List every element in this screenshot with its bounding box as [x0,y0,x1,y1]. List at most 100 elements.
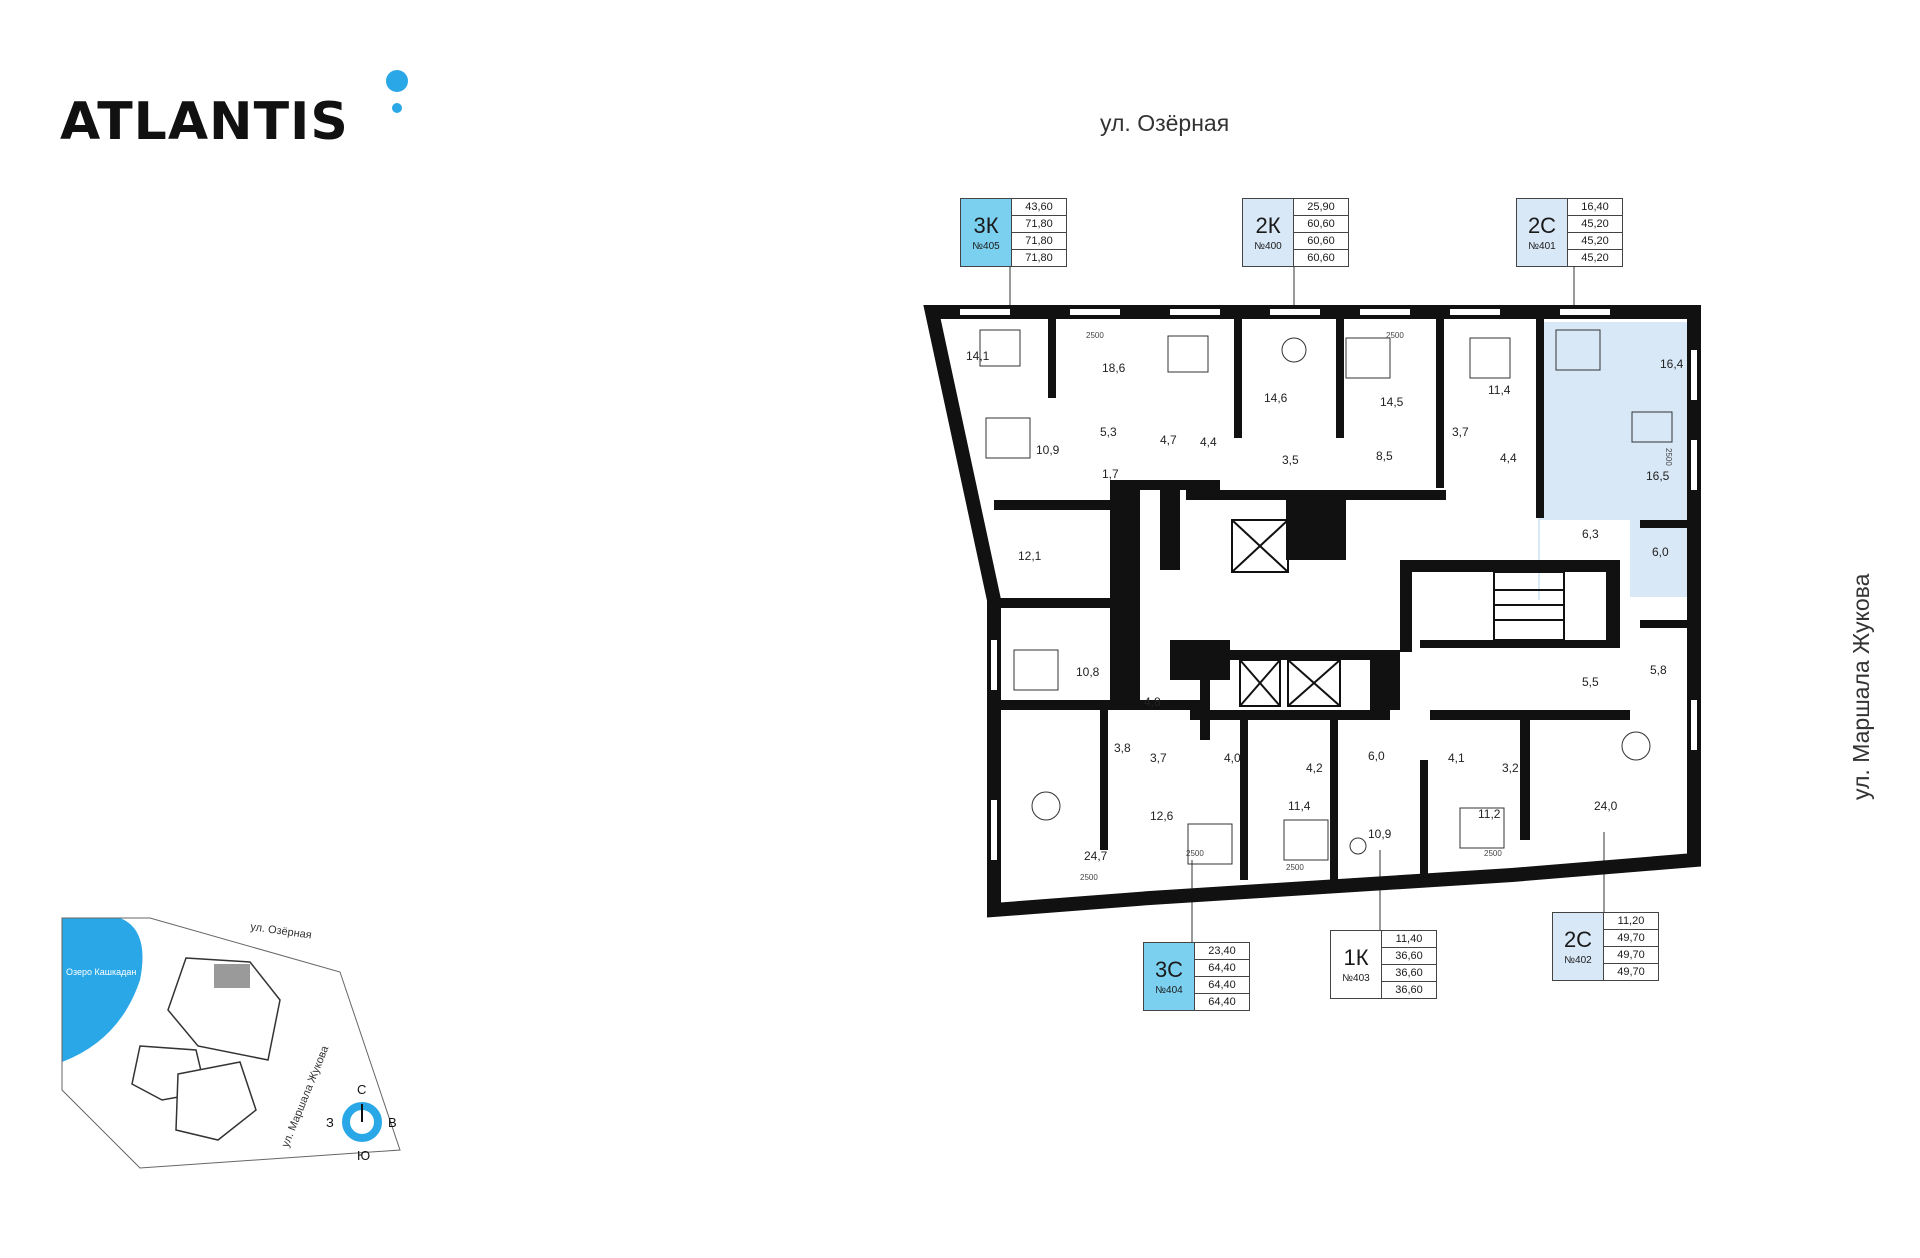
area-total: 64,40 [1195,960,1249,977]
site-boundary [61,917,401,1169]
lake-shape [62,918,143,1062]
area-total: 36,60 [1382,948,1436,965]
area-total: 49,70 [1604,930,1658,947]
dimension-labels: 2500 2500 2500 2500 2500 2500 2500 [1080,331,1673,882]
room-area: 16,5 [1646,469,1670,483]
area-living: 43,60 [1012,199,1066,216]
apartment-card-402[interactable]: 2С №402 11,20 49,70 49,70 49,70 [1552,912,1659,981]
apartment-badge: 1К №403 [1331,931,1382,998]
apartment-type: 3К [973,213,999,238]
area-living: 11,40 [1382,931,1436,948]
dimension: 2500 [1664,448,1673,466]
area-living: 16,40 [1568,199,1622,216]
area-total: 71,80 [1012,216,1066,233]
room-area: 4,4 [1200,435,1217,449]
room-area: 4,1 [1448,751,1465,765]
room-area: 3,2 [1502,761,1519,775]
room-area: 5,5 [1582,675,1599,689]
area-total: 60,60 [1294,216,1348,233]
site-plan: Озеро Кашкадан ул. Озёрная ул. Маршала Ж… [61,917,401,1169]
area-total: 49,70 [1604,947,1658,964]
area-total: 60,60 [1307,252,1335,264]
room-area: 5,8 [1650,663,1667,677]
room-area: 10,9 [1036,443,1060,457]
street-label-top: ул. Озёрная [1100,110,1230,136]
apartment-number: №405 [972,241,1000,252]
apartment-card-401[interactable]: 2С №401 16,40 45,20 45,20 45,20 [1516,198,1623,267]
apartment-type: 1К [1343,945,1369,970]
apartment-type: 2К [1255,213,1281,238]
dimension: 2500 [1186,849,1204,858]
apartment-badge: 3С №404 [1144,943,1195,1010]
apartment-type: 3С [1154,957,1184,982]
room-area: 4,2 [1306,761,1323,775]
room-area: 3,7 [1150,751,1167,765]
apartment-badge: 2К №400 [1243,199,1294,266]
room-area: 11,2 [1478,807,1501,821]
dimension: 2500 [1286,863,1304,872]
dimension: 2500 [1080,873,1098,882]
room-area: 11,4 [1488,383,1511,397]
dimension: 2500 [1484,849,1502,858]
room-area: 4,4 [1500,451,1517,465]
furniture [979,329,1673,865]
apartment-number: №403 [1342,973,1370,984]
core [1231,519,1565,707]
apartment-badge: 3К №405 [961,199,1012,266]
apartment-number: №404 [1155,985,1183,996]
apartment-card-404[interactable]: 3С №404 23,40 64,40 64,40 64,40 [1143,942,1250,1011]
area-total: 64,40 [1208,996,1236,1008]
room-area: 6,0 [1652,545,1669,559]
room-area: 1,7 [1102,467,1119,481]
room-area: 4,7 [1160,433,1177,447]
area-total: 49,70 [1617,966,1645,978]
area-total: 64,40 [1195,977,1249,994]
site-street-top: ул. Озёрная [250,921,313,941]
room-area: 3,7 [1452,425,1469,439]
apartment-badge: 2С №402 [1553,913,1604,980]
apartment-number: №400 [1254,241,1282,252]
apartment-card-403[interactable]: 1К №403 11,40 36,60 36,60 36,60 [1330,930,1437,999]
room-area: 10,9 [1368,827,1392,841]
area-total: 45,20 [1568,233,1622,250]
room-area: 6,3 [1582,527,1599,541]
area-living: 11,20 [1604,913,1658,930]
room-area: 12,1 [1018,549,1042,563]
dimension: 2500 [1386,331,1404,340]
dimension: 2500 [1086,331,1104,340]
area-total: 60,60 [1294,233,1348,250]
area-total: 36,60 [1395,984,1423,996]
room-area: 24,7 [1084,849,1108,863]
room-area: 14,5 [1380,395,1404,409]
interior-walls [994,318,1692,880]
apartment-401-highlight[interactable] [1538,322,1692,600]
room-area: 3,8 [1114,741,1131,755]
area-living: 23,40 [1195,943,1249,960]
room-area: 8,5 [1376,449,1393,463]
room-area-labels: 14,1 18,6 14,6 14,5 11,4 16,4 10,9 5,3 4… [966,349,1684,863]
room-area: 12,6 [1150,809,1174,823]
room-area: 6,0 [1368,749,1385,763]
window-openings [960,309,1697,860]
room-area: 14,1 [966,349,990,363]
room-area: 3,5 [1282,453,1299,467]
room-area: 4,0 [1224,751,1241,765]
compass-east: В [388,1115,397,1130]
area-total: 71,80 [1012,233,1066,250]
apartment-type: 2С [1527,213,1557,238]
room-area: 24,0 [1594,799,1618,813]
compass-north: С [357,1082,366,1097]
area-total: 71,80 [1025,252,1053,264]
brand-logo: ATLANTIS [60,92,349,152]
apartment-card-405[interactable]: 3К №405 43,60 71,80 71,80 71,80 [960,198,1067,267]
room-area: 14,6 [1264,391,1288,405]
logo-accent-dot-small [392,103,402,113]
area-total: 45,20 [1581,252,1609,264]
area-total: 45,20 [1568,216,1622,233]
compass-west: З [326,1115,334,1130]
room-area: 18,6 [1102,361,1126,375]
apartment-card-400[interactable]: 2К №400 25,90 60,60 60,60 60,60 [1242,198,1349,267]
site-lake-label: Озеро Кашкадан [66,967,136,977]
room-area: 4,8 [1144,695,1161,709]
